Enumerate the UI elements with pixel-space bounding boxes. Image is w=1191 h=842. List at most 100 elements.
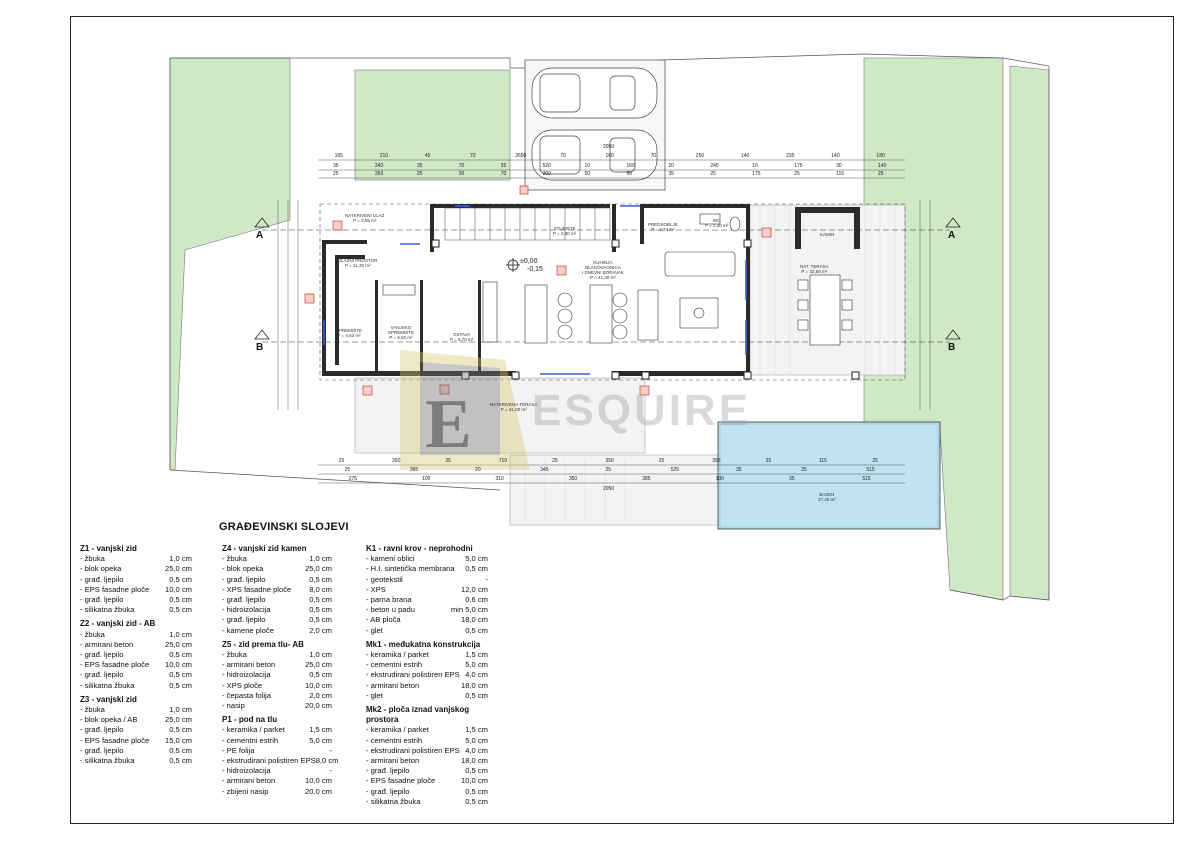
room-fireplace: KAMIN xyxy=(820,232,835,237)
dimension-label: 345 xyxy=(540,467,549,473)
layer-thickness: 10,0 cm xyxy=(460,776,488,786)
layer-thickness: 18,0 cm xyxy=(460,615,488,625)
dimension-lines-left xyxy=(277,200,931,410)
layer-group-title: Z2 - vanjski zid - AB xyxy=(80,619,156,629)
layer-name: - silikatna žbuka xyxy=(80,680,135,690)
room-external-storage: VANJSKO SPREMIŠTE P = 6,50 m² xyxy=(388,325,415,340)
dimension-label: 45 xyxy=(424,153,431,159)
layer-thickness: 0,5 cm xyxy=(465,690,488,700)
windows xyxy=(323,205,747,375)
room-stairs: STUBIŠTE P = 2,30 m² xyxy=(553,226,577,236)
layer-name: - hidroizolacija xyxy=(222,766,271,776)
layer-thickness: 0,5 cm xyxy=(309,574,332,584)
layer-thickness: 1,5 cm xyxy=(309,725,332,735)
dimension-label: 70 xyxy=(560,153,566,159)
dimension-label: 35 xyxy=(500,163,507,169)
room-pool: BAZEN 27,40 m² xyxy=(818,492,836,502)
layer-group-title: K1 - ravni krov - neprohodni xyxy=(366,544,473,553)
room-kitchen: KUHINJA BLAGOVAONICA I DNEVNI BORAVAK P … xyxy=(582,260,624,280)
dimension-label: 515 xyxy=(862,476,871,482)
dimension-label: 25 xyxy=(416,171,423,177)
layer-name: - kameni oblici xyxy=(366,554,415,564)
dimension-label: 350 xyxy=(374,171,384,177)
dimension-label: 20 xyxy=(475,467,481,473)
layer-thickness: 0,5 cm xyxy=(465,625,488,635)
layer-thickness: 25,0 cm xyxy=(164,564,192,574)
section-b-right: B xyxy=(948,342,956,353)
layer-name: - građ. ljepilo xyxy=(222,574,266,584)
dimension-label: 70 xyxy=(458,163,465,169)
layer-name: - geotekstil xyxy=(366,574,403,584)
layer-name: - PE folija xyxy=(222,745,255,755)
layer-thickness: - xyxy=(485,574,488,584)
layer-name: - žbuka xyxy=(222,554,247,564)
dimension-label: 35 xyxy=(788,476,795,482)
room-entrance: ULAZNI PROSTOR P = 11,30 m² xyxy=(338,258,378,268)
layer-name: - hidroizolacija xyxy=(222,670,271,680)
legend-title: GRAĐEVINSKI SLOJEVI xyxy=(219,521,349,533)
dimension-label: 25 xyxy=(344,467,351,473)
layer-name: - blok opeka / AB xyxy=(80,715,138,725)
layer-name: - keramika / parket xyxy=(366,725,429,735)
walls xyxy=(322,204,860,379)
layer-tags xyxy=(304,185,772,396)
layer-thickness: 20,0 cm xyxy=(304,786,332,796)
layer-name: - građ. ljepilo xyxy=(80,650,124,660)
dimension-lines-top xyxy=(318,159,905,179)
dimension-label: 25 xyxy=(658,458,665,464)
layer-name: - AB ploča xyxy=(366,615,401,625)
layer-name: - ekstrudirani polistiren EPS xyxy=(366,745,460,755)
dimension-label: 210 xyxy=(379,153,389,159)
layer-group-title: Mk2 - ploča iznad vanjskog prostora xyxy=(366,705,470,725)
dimension-label: 275 xyxy=(348,476,358,482)
layer-name: - silikatna žbuka xyxy=(80,605,135,615)
dimension-total: 2050 xyxy=(603,486,615,492)
dimension-label: 175 xyxy=(752,171,761,177)
dimension-label: 25 xyxy=(605,467,612,473)
layer-thickness: 1,0 cm xyxy=(309,650,332,660)
layer-name: - hidroizolacija xyxy=(222,605,271,615)
layer-name: - građ. ljepilo xyxy=(80,745,124,755)
dimension-label: 25 xyxy=(338,458,345,464)
room-wc: WC P = 2,40 m² xyxy=(705,218,729,228)
level-label-bottom: -0,15 xyxy=(527,266,543,273)
level-label-top: ±0,00 xyxy=(520,258,538,265)
section-markers xyxy=(254,217,961,340)
level-symbol xyxy=(506,258,520,272)
layer-row: - PE folija- xyxy=(222,746,332,756)
dimension-label: 115 xyxy=(836,171,845,177)
layer-thickness: 5,0 cm xyxy=(465,660,488,670)
room-pantry: OSTAVA P = 6,70 m² xyxy=(450,332,474,342)
layer-thickness: 12,0 cm xyxy=(460,584,488,594)
layer-thickness: 0,5 cm xyxy=(465,766,488,776)
dimension-label: 100 xyxy=(715,476,724,482)
layer-thickness: 0,5 cm xyxy=(169,650,192,660)
layer-name: - armirani beton xyxy=(80,639,134,649)
layer-name: - zbijeni nasip xyxy=(222,786,269,796)
layer-thickness: 4,0 cm xyxy=(465,745,488,755)
layer-thickness: 20,0 cm xyxy=(304,701,332,711)
layer-name: - blok opeka xyxy=(222,564,264,574)
layer-name: - silikatna žbuka xyxy=(366,796,421,806)
layer-thickness: 4,0 cm xyxy=(465,670,488,680)
